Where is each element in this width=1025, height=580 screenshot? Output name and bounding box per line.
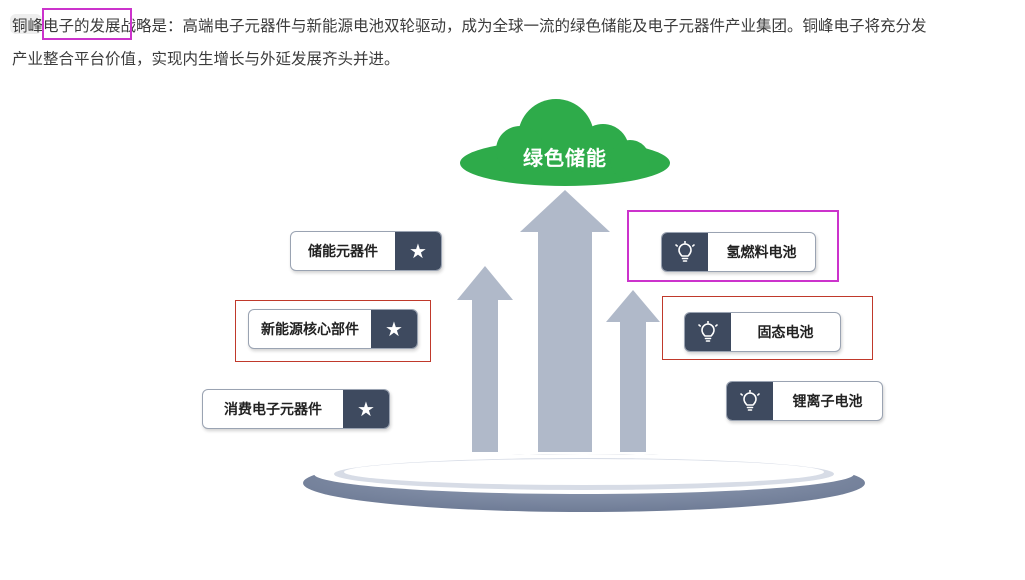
item-label: 固态电池 [757, 325, 814, 341]
item-new-energy-core-parts: 新能源核心部件 ★ [248, 309, 418, 349]
item-lithium-ion-battery: 锂离子电池 [726, 381, 883, 421]
blurred-avatar [10, 14, 42, 34]
paragraph-line-2: 产业整合平台价值，实现内生增长与外延发展齐头并进。 [12, 50, 400, 68]
paragraph-line-1: 铜峰电子的发展战略是：高端电子元器件与新能源电池双轮驱动，成为全球一流的绿色储能… [12, 17, 927, 35]
item-label: 消费电子元器件 [224, 402, 322, 418]
highlight-solid-state-battery [662, 296, 873, 360]
star-icon: ★ [371, 310, 417, 348]
item-label: 新能源核心部件 [261, 322, 359, 338]
arrow-right [606, 290, 660, 452]
arrow-center [520, 190, 610, 452]
item-label: 储能元器件 [308, 244, 378, 260]
cloud-shape [460, 99, 670, 186]
item-solid-state-battery: 固态电池 [684, 312, 841, 352]
star-icon: ★ [395, 232, 441, 270]
item-energy-storage-components: 储能元器件 ★ [290, 231, 442, 271]
star-icon: ★ [343, 390, 389, 428]
lightbulb-icon [662, 233, 708, 271]
arrow-left [457, 266, 513, 452]
platform-inner [344, 459, 824, 485]
highlight-hydrogen-fuel-cell [627, 210, 839, 282]
item-hydrogen-fuel-cell: 氢燃料电池 [661, 232, 816, 272]
item-consumer-electronics-components: 消费电子元器件 ★ [202, 389, 390, 429]
item-label: 氢燃料电池 [726, 245, 797, 261]
highlight-company-name [42, 8, 132, 40]
strategy-paragraph: 铜峰电子的发展战略是：高端电子元器件与新能源电池双轮驱动，成为全球一流的绿色储能… [12, 10, 1025, 76]
lightbulb-icon [727, 382, 773, 420]
lightbulb-icon [685, 313, 731, 351]
highlight-new-energy-core-parts [235, 300, 431, 362]
item-label: 锂离子电池 [792, 394, 863, 410]
cloud-label: 绿色储能 [523, 146, 607, 170]
